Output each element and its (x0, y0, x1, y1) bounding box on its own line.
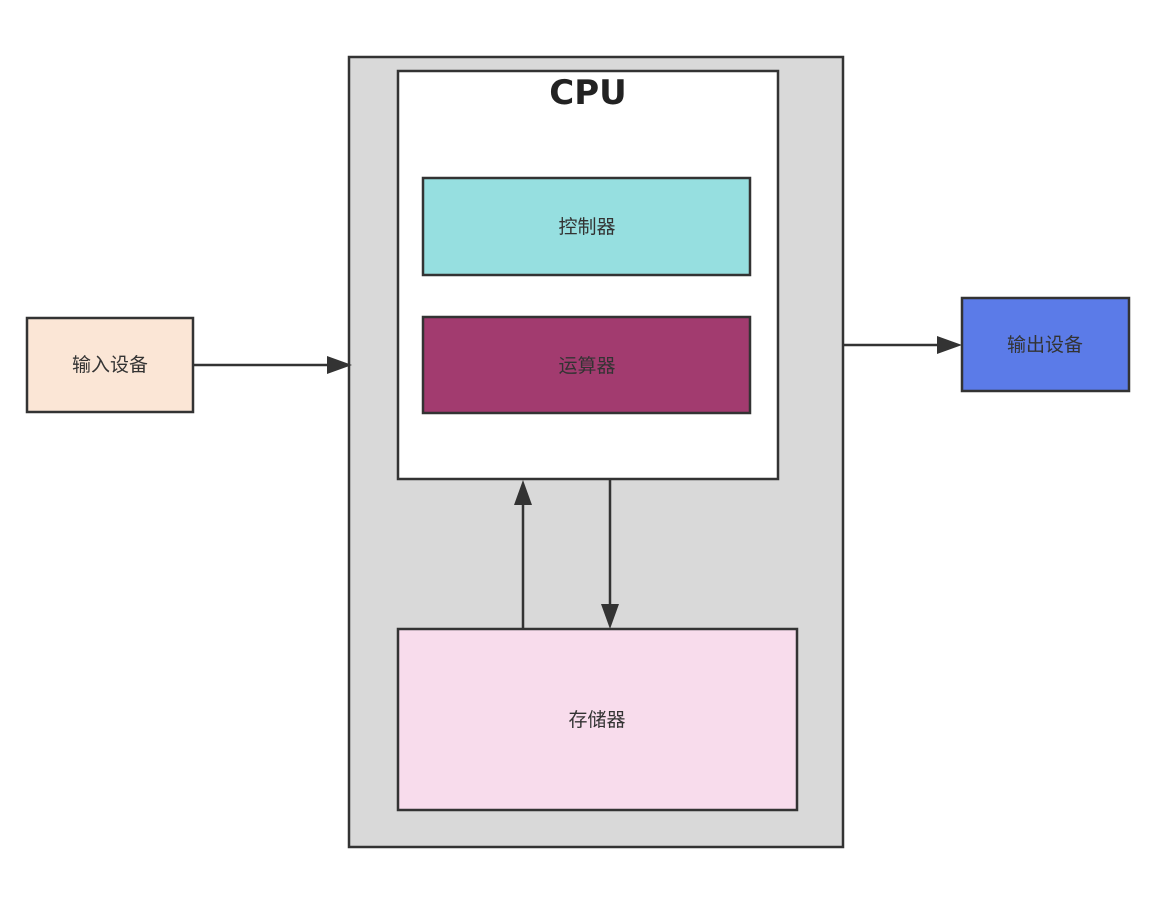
alu-label: 运算器 (558, 355, 615, 377)
controller-label: 控制器 (558, 216, 615, 238)
output-device-label: 输出设备 (1007, 334, 1083, 356)
edge-computer-to-output (843, 336, 962, 354)
edge-cpu-to-memory (601, 479, 619, 629)
edge-memory-to-cpu-arrowhead (514, 480, 532, 505)
controller-node: 控制器 (421, 176, 752, 277)
controller-box (421, 176, 752, 277)
cpu-title: CPU (549, 73, 626, 113)
input-device-node: 输入设备 (25, 316, 195, 414)
edge-memory-to-cpu (514, 480, 532, 629)
output-device-node: 输出设备 (960, 296, 1131, 393)
memory-node: 存储器 (396, 627, 799, 812)
edge-input-to-computer (193, 356, 352, 374)
alu-node: 运算器 (421, 315, 752, 415)
input-device-box (25, 316, 195, 414)
edge-computer-to-output-arrowhead (937, 336, 962, 354)
edge-input-to-computer-arrowhead (327, 356, 352, 374)
memory-box (396, 627, 799, 812)
edge-cpu-to-memory-arrowhead (601, 604, 619, 629)
alu-box (421, 315, 752, 415)
input-device-label: 输入设备 (72, 354, 148, 376)
output-device-box (960, 296, 1131, 393)
memory-label: 存储器 (568, 709, 625, 731)
